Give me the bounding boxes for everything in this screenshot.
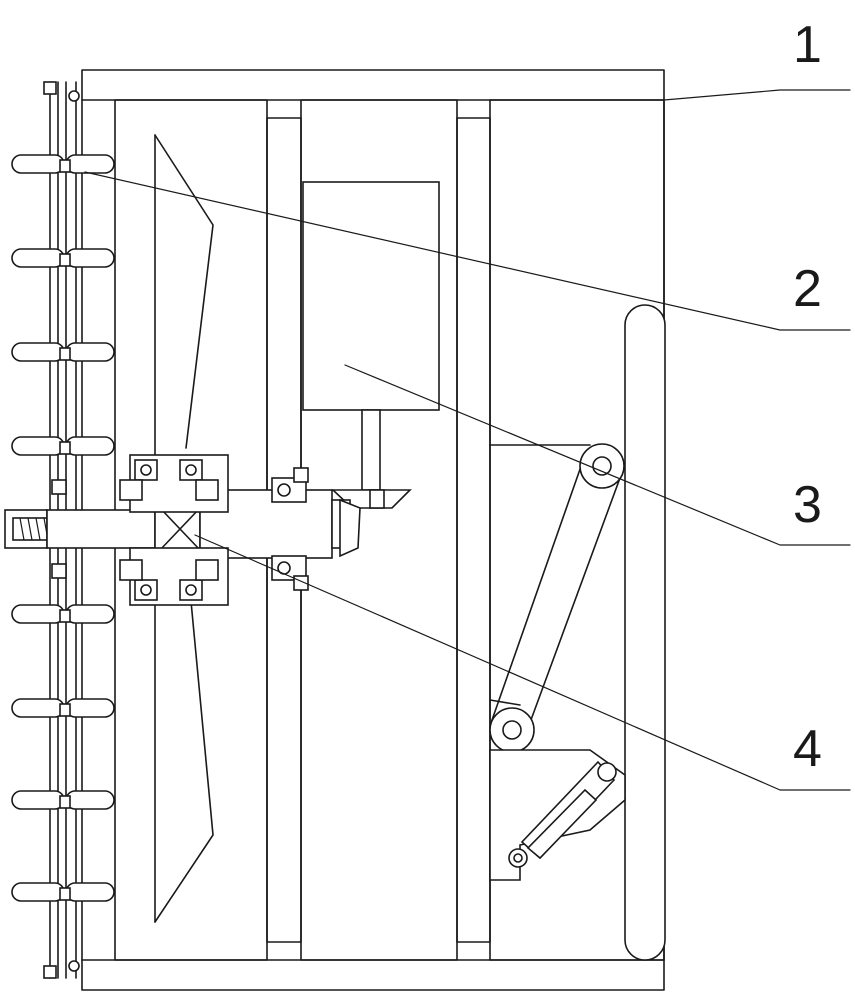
callout-label-1: 1	[793, 16, 822, 74]
shaft-assembly	[4, 489, 361, 566]
motor-box	[302, 181, 440, 509]
linkage-arm	[489, 443, 625, 753]
hub-flange-upper	[119, 454, 229, 513]
tine-4	[11, 436, 115, 456]
tine-5	[11, 604, 115, 624]
handle-bar	[624, 304, 666, 961]
callout-labels: 1 2 3 4	[793, 16, 822, 778]
tine-1	[11, 154, 115, 174]
leader-lines	[84, 89, 851, 791]
tine-7	[11, 790, 115, 810]
tines	[11, 154, 115, 902]
tine-6	[11, 698, 115, 718]
tine-8	[11, 882, 115, 902]
callout-label-4: 4	[793, 720, 822, 778]
callout-label-2: 2	[793, 260, 822, 318]
callout-label-3: 3	[793, 476, 822, 534]
tine-2	[11, 248, 115, 268]
tine-3	[11, 342, 115, 362]
hydraulic-cylinder	[489, 749, 626, 881]
hub-flange-lower	[119, 547, 229, 606]
